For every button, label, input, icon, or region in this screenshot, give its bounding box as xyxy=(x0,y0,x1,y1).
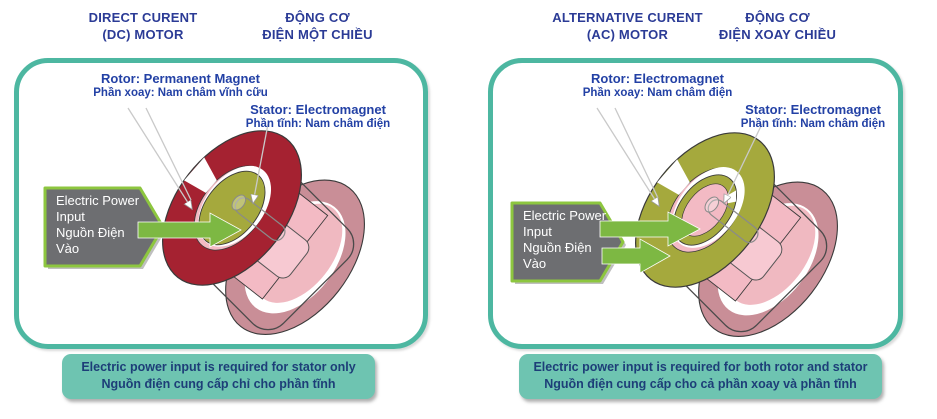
dc-shaft-cap xyxy=(231,194,247,211)
ac-power-input-line3: Nguồn Điện xyxy=(523,240,592,255)
dc-caption-line2: Nguồn điện cung cấp chỉ cho phần tĩnh xyxy=(101,377,336,391)
ac-header-vi-line2: ĐIỆN XOAY CHIỀU xyxy=(718,27,837,42)
ac-header-en-line2: (AC) MOTOR xyxy=(586,27,669,42)
dc-power-input-text: Electric Power Input Nguồn Điện Vào xyxy=(56,193,166,257)
dc-caption-line1: Electric power input is required for sta… xyxy=(81,360,356,374)
dc-power-box xyxy=(43,186,242,269)
ac-caption-line2: Nguồn điện cung cấp cho cả phần xoay và … xyxy=(544,377,857,391)
dc-header-en-line2: (DC) MOTOR xyxy=(102,27,184,42)
dc-header-vietnamese: ĐỘNG CƠ ĐIỆN MỘT CHIỀU xyxy=(235,9,400,43)
dc-rotor-leader xyxy=(127,107,192,209)
dc-power-input-line2: Input xyxy=(56,209,85,224)
ac-power-input-line4: Vào xyxy=(523,256,547,271)
dc-motor-panel xyxy=(14,58,428,349)
ac-power-input-text: Electric Power Input Nguồn Điện Vào xyxy=(523,208,633,272)
ac-rotor-label-vi: Phần xoay: Nam châm điện xyxy=(582,87,733,99)
dc-header-en-line1: DIRECT CURENT xyxy=(88,10,198,25)
dc-power-arrow xyxy=(137,212,242,248)
ac-ring-gap xyxy=(657,159,690,195)
ac-header-vietnamese: ĐỘNG CƠ ĐIỆN XOAY CHIỀU xyxy=(695,9,860,43)
ac-power-arrow-rotor xyxy=(599,211,701,247)
dc-rotor-label-en: Rotor: Permanent Magnet xyxy=(101,71,260,86)
ac-header-vi-line1: ĐỘNG CƠ xyxy=(745,10,810,25)
dc-power-box-shape xyxy=(43,186,165,268)
ac-header-en-line1: ALTERNATIVE CURENT xyxy=(552,10,703,25)
dc-leader-lines xyxy=(127,107,269,209)
ac-caption-line1: Electric power input is required for bot… xyxy=(533,360,868,374)
dc-caption: Electric power input is required for sta… xyxy=(62,354,375,399)
dc-rotor-label-vi: Phần xoay: Nam châm vĩnh cữu xyxy=(93,87,268,99)
ac-leader-lines xyxy=(596,107,763,206)
ac-shaft-cap xyxy=(704,196,720,213)
dc-motor-illustration xyxy=(43,107,365,335)
ac-motor-illustration xyxy=(510,107,838,337)
ac-rotor-label-en: Rotor: Electromagnet xyxy=(591,71,724,86)
ac-rotor-leader xyxy=(596,107,659,206)
ac-shaft xyxy=(707,199,759,244)
ac-rotor-label: Rotor: Electromagnet Phần xoay: Nam châm… xyxy=(565,71,750,100)
dc-ring-gap xyxy=(184,157,217,193)
dc-header-vi-line1: ĐỘNG CƠ xyxy=(285,10,350,25)
dc-shaft xyxy=(234,197,286,242)
ac-power-input-line1: Electric Power xyxy=(523,208,607,223)
dc-power-input-line3: Nguồn Điện xyxy=(56,225,125,240)
dc-stator-leader xyxy=(253,123,269,203)
ac-motor-panel xyxy=(488,58,903,349)
dc-stator-label-vi: Phần tĩnh: Nam châm điện xyxy=(245,118,391,130)
dc-header-vi-line2: ĐIỆN MỘT CHIỀU xyxy=(262,27,373,42)
ac-caption: Electric power input is required for bot… xyxy=(519,354,882,399)
ac-stator-leader xyxy=(724,123,763,203)
dc-rotor-label: Rotor: Permanent Magnet Phần xoay: Nam c… xyxy=(78,71,283,100)
ac-stator-label-vi: Phần tĩnh: Nam châm điện xyxy=(740,118,886,130)
dc-stator-label: Stator: Electromagnet Phần tĩnh: Nam châ… xyxy=(232,102,404,131)
dc-power-input-line1: Electric Power xyxy=(56,193,140,208)
ac-power-arrow-stator xyxy=(601,238,671,274)
dc-header-english: DIRECT CURENT (DC) MOTOR xyxy=(58,9,228,43)
ac-stator-label-en: Stator: Electromagnet xyxy=(745,102,881,117)
dc-stator-label-en: Stator: Electromagnet xyxy=(250,102,386,117)
dc-power-input-line4: Vào xyxy=(56,241,80,256)
ac-header-english: ALTERNATIVE CURENT (AC) MOTOR xyxy=(535,9,720,43)
ac-stator-label: Stator: Electromagnet Phần tĩnh: Nam châ… xyxy=(728,102,898,131)
ac-power-input-line2: Input xyxy=(523,224,552,239)
ac-power-box xyxy=(510,201,701,284)
